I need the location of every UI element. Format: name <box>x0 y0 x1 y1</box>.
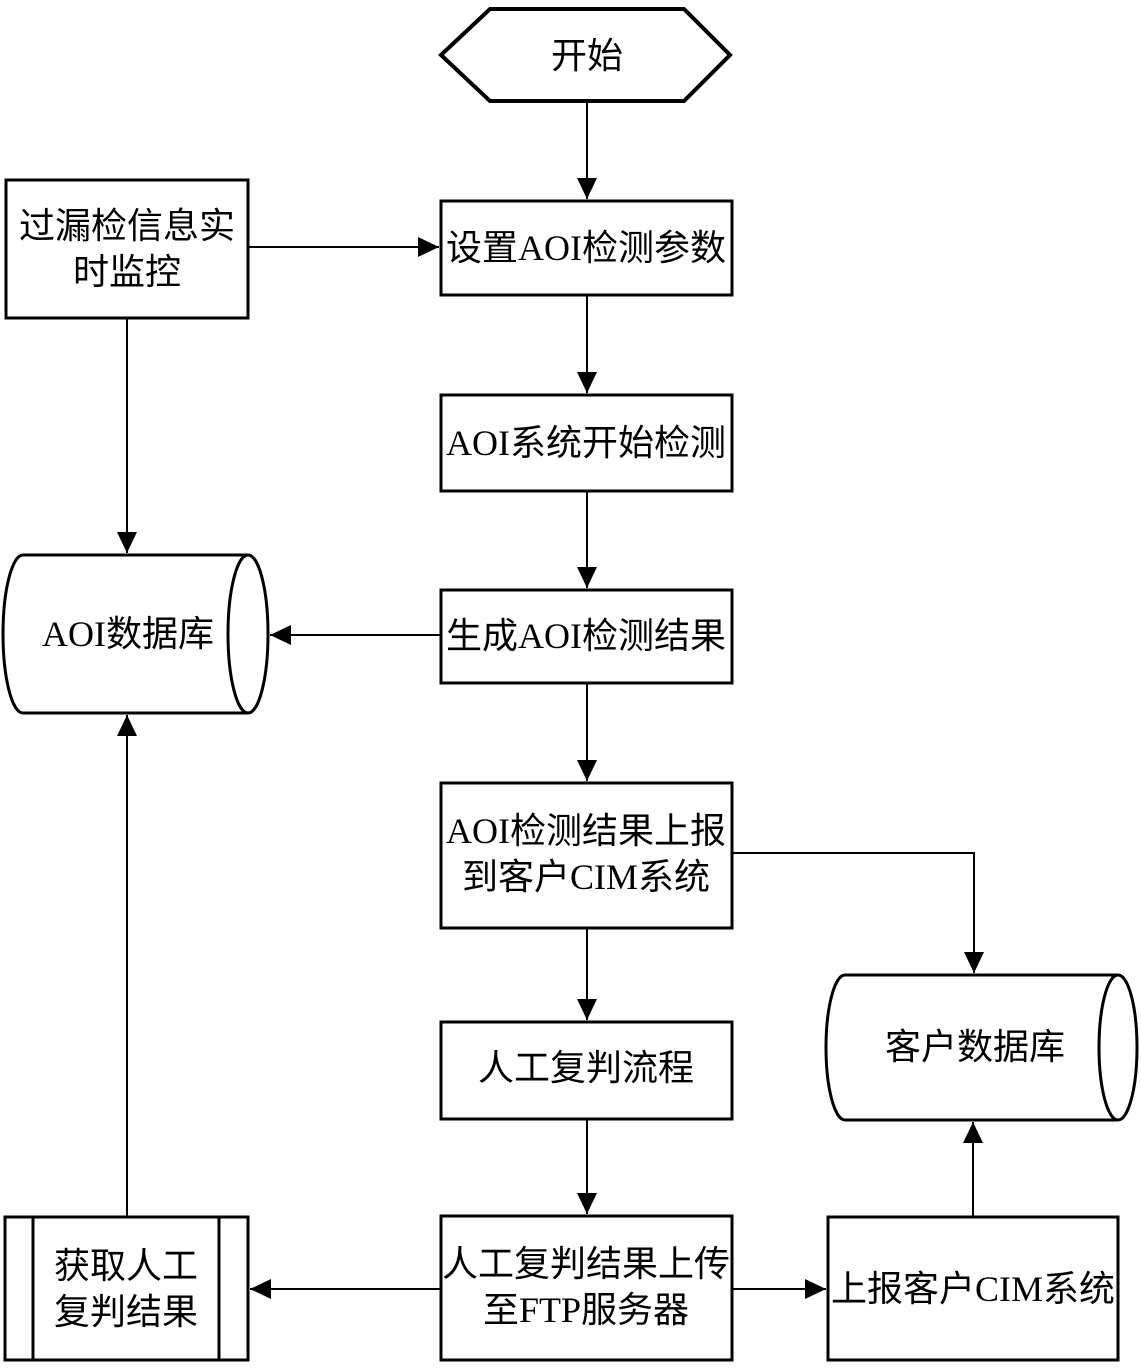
start-hexagon-shape <box>438 7 733 103</box>
node-start: 开始 <box>438 7 733 103</box>
node-upload-ftp-label-line2: 至FTP服务器 <box>483 1290 689 1330</box>
set-params-rect-shape <box>439 199 734 297</box>
manual-review-rect-shape <box>439 1020 734 1121</box>
node-manual-review: 人工复判流程 <box>439 1020 734 1121</box>
node-monitor-label-line1: 过漏检信息实 <box>19 206 235 246</box>
node-aoi-db-label: AOI数据库 <box>42 614 214 654</box>
node-report-customer-cim-label: 上报客户CIM系统 <box>831 1269 1115 1309</box>
get-manual-rect-shape <box>3 1215 250 1362</box>
node-aoi-start: AOI系统开始检测 <box>439 393 734 493</box>
customer-db-cylinder-body <box>824 973 1118 1122</box>
gen-result-rect-shape <box>439 588 734 685</box>
node-aoi-db: AOI数据库 <box>1 553 270 715</box>
nodes: 开始 过漏检信息实 时监控 设置AOI检测参数 AOI系统开始检测 生成AOI检… <box>1 7 1139 1362</box>
node-gen-result: 生成AOI检测结果 <box>439 588 734 685</box>
node-gen-result-label: 生成AOI检测结果 <box>446 616 726 656</box>
connector-report-cim-to-customer-db <box>732 852 984 973</box>
aoi-start-rect-shape <box>439 393 734 493</box>
node-monitor-label-line2: 时监控 <box>73 252 181 292</box>
node-set-params-label: 设置AOI检测参数 <box>446 228 726 268</box>
node-report-cim: AOI检测结果上报 到客户CIM系统 <box>439 781 734 930</box>
customer-db-cylinder-cap <box>1097 973 1139 1122</box>
node-upload-ftp-label-line1: 人工复判结果上传 <box>442 1244 730 1284</box>
node-manual-review-label: 人工复判流程 <box>478 1048 694 1088</box>
node-customer-db: 客户数据库 <box>824 973 1139 1122</box>
node-aoi-start-label: AOI系统开始检测 <box>446 423 726 463</box>
node-report-cim-label-line2: 到客户CIM系统 <box>462 857 710 897</box>
node-report-customer-cim: 上报客户CIM系统 <box>826 1215 1120 1362</box>
node-start-label: 开始 <box>551 36 623 76</box>
aoi-db-cylinder-cap <box>226 553 270 715</box>
report-customer-cim-rect-shape <box>826 1215 1120 1362</box>
node-get-manual-label-line2: 复判结果 <box>54 1292 198 1332</box>
node-get-manual-label-line1: 获取人工 <box>54 1246 198 1286</box>
connectors <box>117 103 984 1299</box>
node-get-manual: 获取人工 复判结果 <box>3 1215 250 1362</box>
node-report-cim-label-line1: AOI检测结果上报 <box>446 811 726 851</box>
aoi-db-cylinder-body <box>1 553 248 715</box>
node-set-params: 设置AOI检测参数 <box>439 199 734 297</box>
node-monitor: 过漏检信息实 时监控 <box>4 178 250 320</box>
node-upload-ftp: 人工复判结果上传 至FTP服务器 <box>439 1214 734 1362</box>
node-customer-db-label: 客户数据库 <box>885 1027 1065 1067</box>
monitor-rect-shape <box>4 178 250 320</box>
report-cim-rect-shape <box>439 781 734 930</box>
upload-ftp-rect-shape <box>439 1214 734 1362</box>
